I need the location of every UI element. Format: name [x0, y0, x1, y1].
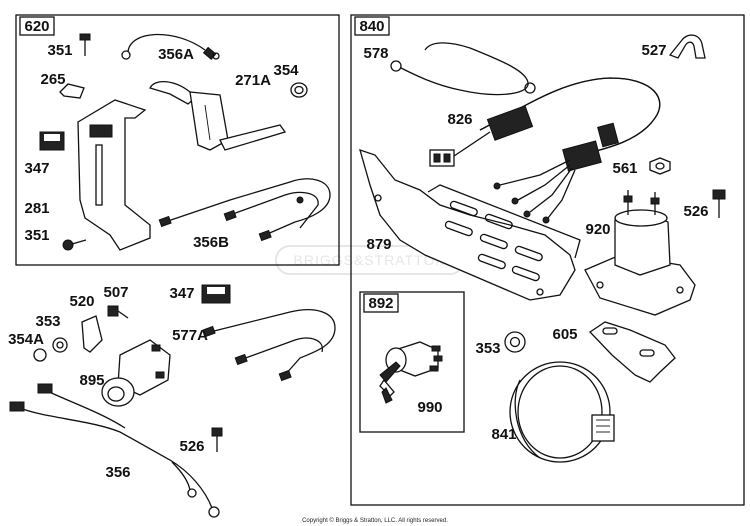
key-switch-990	[379, 341, 443, 404]
label-605: 605	[552, 326, 577, 343]
label-353-right: 353	[475, 340, 500, 357]
label-351-bottom: 351	[24, 227, 49, 244]
clip-265	[59, 83, 85, 99]
label-578: 578	[363, 45, 388, 62]
label-271A: 271A	[235, 72, 271, 89]
label-347-top: 347	[24, 160, 49, 177]
label-356A: 356A	[158, 46, 194, 63]
screw-351-bottom	[62, 239, 87, 251]
group-892-label: 892	[368, 295, 393, 312]
label-561: 561	[612, 160, 637, 177]
harness-826	[429, 77, 661, 224]
label-520: 520	[69, 293, 94, 310]
label-351-top: 351	[47, 42, 72, 59]
group-840-frame	[350, 14, 745, 506]
nut-354	[290, 82, 308, 98]
label-526-right: 526	[683, 203, 708, 220]
nut-354A	[33, 348, 47, 362]
heat-shield-879	[359, 148, 581, 301]
clamp-527	[668, 34, 706, 59]
label-353-left: 353	[35, 313, 60, 330]
group-892: 892 990	[359, 291, 465, 433]
label-356B: 356B	[193, 234, 229, 251]
label-507: 507	[103, 284, 128, 301]
group-840: 840	[350, 14, 745, 506]
harness-356B	[158, 178, 331, 242]
label-265: 265	[40, 71, 65, 88]
throttle-lever	[149, 81, 287, 151]
loose-parts: 507 520 353 354A 895 347 577A 526 356	[8, 284, 336, 518]
label-920: 920	[585, 221, 610, 238]
hose-clamp-841	[509, 361, 615, 463]
bracket-520	[81, 315, 103, 353]
group-620: 620	[15, 14, 340, 266]
screw-526-left	[211, 427, 223, 452]
bracket-281-slot	[95, 144, 103, 206]
label-990: 990	[417, 399, 442, 416]
label-356: 356	[105, 464, 130, 481]
bracket-605	[588, 321, 676, 383]
washer-353-left	[52, 337, 68, 353]
switch-347-top	[39, 131, 65, 151]
harness-356	[9, 383, 220, 518]
label-841: 841	[491, 426, 516, 443]
solenoid-920	[584, 190, 696, 316]
ground-wire-578	[390, 42, 536, 96]
group-840-label: 840	[359, 18, 384, 35]
group-840-tag	[354, 16, 390, 36]
group-620-frame	[15, 14, 340, 266]
switch-347-bottom	[201, 284, 231, 304]
label-281: 281	[24, 200, 49, 217]
copyright-text: Copyright © Briggs & Stratton, LLC. All …	[302, 517, 448, 524]
label-527: 527	[641, 42, 666, 59]
watermark-text: BRIGGS&STRATTON	[294, 252, 447, 268]
label-895: 895	[79, 372, 104, 389]
bracket-281	[77, 99, 151, 251]
bracket-281-window	[89, 124, 113, 138]
group-620-label: 620	[24, 18, 49, 35]
label-347-bottom: 347	[169, 285, 194, 302]
wire-356A	[121, 33, 220, 60]
label-826: 826	[447, 111, 472, 128]
screw-351-top	[79, 33, 91, 56]
screw-526-right	[712, 189, 726, 218]
label-354: 354	[273, 62, 299, 79]
group-892-tag	[363, 293, 399, 313]
washer-353-right	[504, 331, 526, 353]
harness-577A	[202, 309, 336, 382]
label-526-left: 526	[179, 438, 204, 455]
ignition-switch-895	[101, 339, 171, 407]
bolt-507	[107, 305, 129, 319]
label-879: 879	[366, 236, 391, 253]
nut-561	[649, 157, 671, 175]
label-354A: 354A	[8, 331, 44, 348]
label-577A: 577A	[172, 327, 208, 344]
group-620-tag	[19, 16, 55, 36]
